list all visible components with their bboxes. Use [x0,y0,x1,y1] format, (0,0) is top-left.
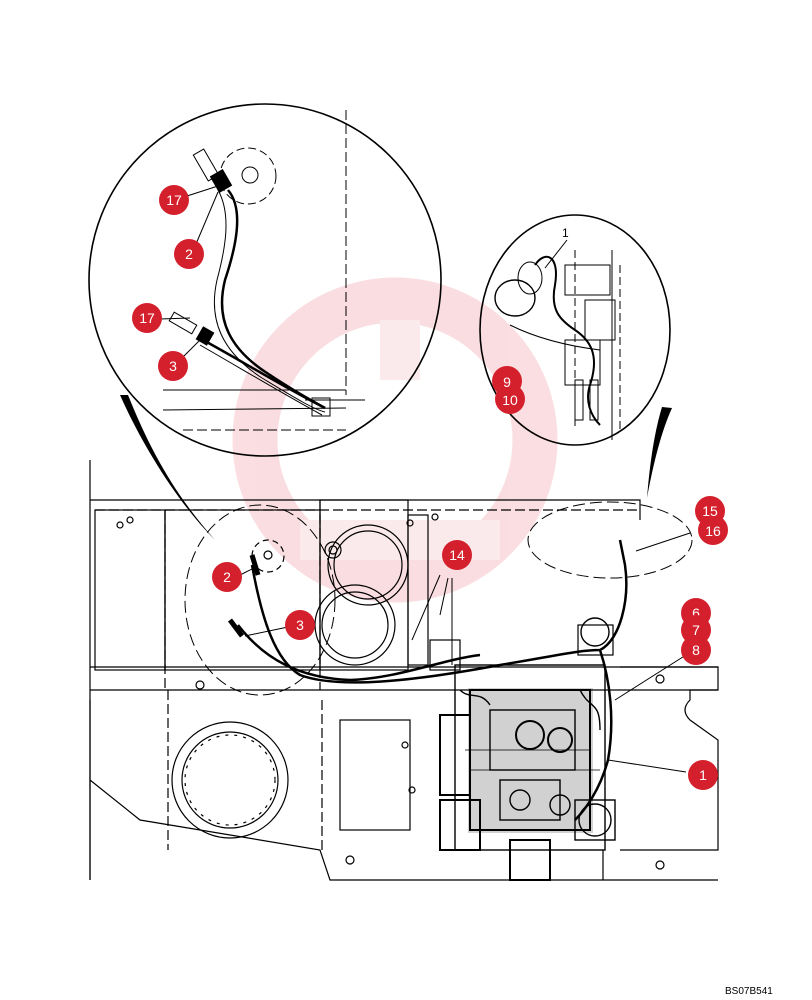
svg-text:3: 3 [296,617,304,633]
pointer-wedge-left [120,395,215,540]
svg-text:2: 2 [223,569,231,585]
leader-lines [159,185,691,773]
callout-17b[interactable]: 17 [132,303,162,333]
svg-text:16: 16 [705,523,721,539]
label-1-detail: 1 [562,226,569,240]
svg-text:7: 7 [692,622,700,638]
callout-15[interactable]: 15 [695,496,725,526]
svg-text:14: 14 [449,547,465,563]
svg-text:1: 1 [699,767,707,783]
detail-view-right [479,214,671,446]
document-reference: BS07B541 [725,986,773,997]
engine-shading [468,688,593,833]
svg-text:3: 3 [169,358,177,374]
svg-text:17: 17 [139,310,155,326]
callout-2b[interactable]: 2 [212,562,242,592]
main-frame [89,460,719,881]
callout-8[interactable]: 8 [681,635,711,665]
callout-2a[interactable]: 2 [174,239,204,269]
engine-assembly [439,617,616,881]
callout-14[interactable]: 14 [442,540,472,570]
callout-17a[interactable]: 17 [159,185,189,215]
svg-text:15: 15 [702,503,718,519]
callout-3b[interactable]: 3 [285,610,315,640]
svg-text:2: 2 [185,246,193,262]
callout-1[interactable]: 1 [688,760,718,790]
watermark-logo [232,277,558,603]
callout-3a[interactable]: 3 [158,351,188,381]
detail-view-left [88,103,442,457]
svg-text:9: 9 [503,374,511,390]
svg-text:8: 8 [692,642,700,658]
svg-text:6: 6 [692,605,700,621]
svg-text:10: 10 [502,392,518,408]
svg-text:17: 17 [166,192,182,208]
callout-9[interactable]: 9 [492,366,522,396]
pointer-wedge-right [647,407,672,498]
